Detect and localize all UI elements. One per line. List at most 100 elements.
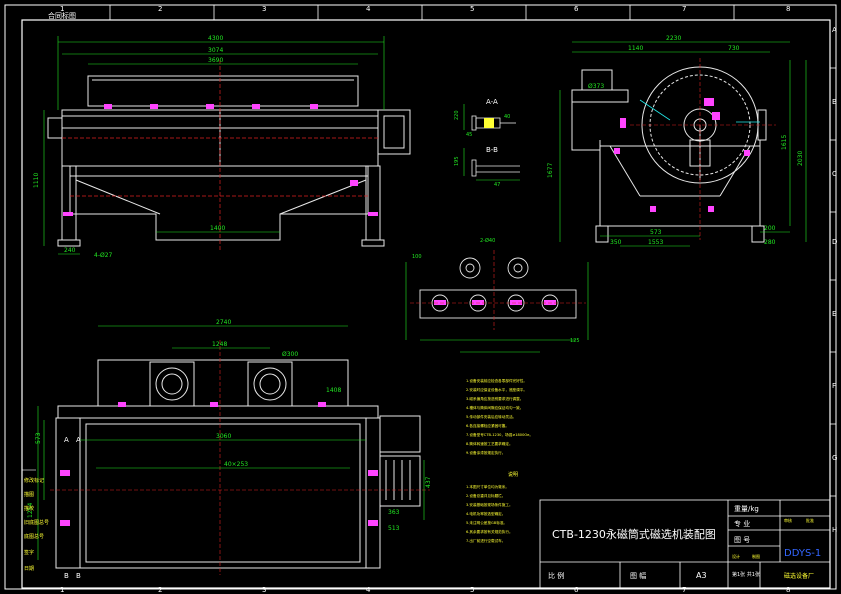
section-aa-label: A-A — [486, 98, 498, 106]
dim-plan-right-c: 363 — [388, 509, 400, 516]
zone-ticks — [109, 5, 836, 589]
plan-view-dims — [37, 325, 425, 560]
dim-side-b1: 573 — [650, 229, 662, 236]
dim-side-left-span: 1140 — [628, 45, 643, 52]
section-mark-a: A — [76, 436, 81, 444]
side-label: 底图总号 — [24, 533, 44, 540]
left-side-labels: 修改标记 描图 描校 旧底图总号 底图总号 签字 日期 — [22, 469, 49, 572]
side-label: 签字 — [24, 549, 34, 556]
side-view: 2230 1140 730 Ø373 1677 1615 2030 573 15… — [547, 35, 807, 247]
company-name: 磁选设备厂 — [784, 572, 814, 580]
dim-side-b5: 280 — [764, 239, 776, 246]
title-small-d: 制图 — [752, 553, 760, 559]
dim-front-foot-left: 240 — [64, 247, 76, 254]
zone-number: 5 — [470, 5, 474, 13]
base-plan-hidden — [410, 250, 586, 330]
dim-front-overall: 4300 — [208, 35, 223, 42]
zone-number: 3 — [262, 586, 266, 594]
zone-letter: B — [832, 98, 837, 106]
plan-view-accent — [60, 402, 378, 526]
zone-letter: A — [832, 26, 837, 34]
side-view-cyan — [639, 99, 760, 123]
zone-number: 2 — [158, 5, 162, 13]
dim-aa-1: 220 — [454, 110, 460, 120]
dim-side-top: 2230 — [666, 35, 681, 42]
sheet-frame — [4, 4, 837, 590]
note-line: 5.未注明公差按GB标准。 — [466, 520, 507, 525]
note-line: 1.本图尺寸单位均为毫米。 — [466, 484, 509, 489]
base-plan-accent — [434, 300, 556, 305]
base-plan-outline — [419, 257, 577, 319]
side-label: 日期 — [24, 566, 34, 572]
dim-plan-left-h2: 573 — [35, 432, 42, 444]
section-aa-fill — [484, 118, 494, 128]
dim-side-right-span: 730 — [728, 45, 740, 52]
dim-front-inner: 3690 — [208, 57, 223, 64]
map-no: DDYS-1 — [784, 548, 821, 559]
tech-line: 4.槽体与筒体间隙应保证均匀一致。 — [466, 405, 523, 410]
drawing-title: CTB-1230永磁筒式磁选机装配图 — [552, 527, 716, 541]
zone-number: 2 — [158, 586, 162, 594]
map-no-label: 图 号 — [734, 536, 750, 544]
front-view: 4300 3074 3690 1400 240 4-Ø27 1110 — [33, 35, 411, 259]
section-mark-b: B — [76, 572, 81, 580]
plan-view-dim-text: 2740 1248 Ø300 3060 40×253 1254 573 1408… — [27, 319, 432, 532]
front-view-hidden — [62, 60, 378, 250]
corner-mark: 合同标图 — [48, 11, 76, 20]
front-view-dims — [43, 36, 385, 255]
dim-plan-flanges: 1248 — [212, 341, 227, 348]
note-line: 4.电机功率按选型确定。 — [466, 511, 505, 516]
sheet-label: 图 幅 — [630, 571, 646, 580]
plan-view: 2740 1248 Ø300 3060 40×253 1254 573 1408… — [27, 319, 432, 580]
dim-aa-3: 40 — [504, 114, 510, 120]
sheet-count: 第1张 共1张 — [732, 571, 760, 578]
section-bb-label: B-B — [486, 146, 498, 154]
base-plan-dim-text: 2-Ø40 100 125 — [412, 237, 580, 344]
side-label: 描图 — [24, 491, 34, 498]
side-zone-column: A B C D E F G H — [832, 26, 837, 534]
section-mark-b: B — [64, 572, 69, 580]
top-zone-row: 1 2 3 4 5 6 7 8 — [60, 5, 790, 13]
tech-line: 6.各连接螺栓应紧固可靠。 — [466, 423, 509, 428]
front-view-outline — [47, 75, 411, 247]
tech-line: 2.安装时应保证设备水平，底座调平。 — [466, 387, 527, 392]
title-small-a: 审核 — [784, 517, 792, 523]
section-mark-a: A — [64, 436, 69, 444]
zone-number: 1 — [60, 586, 64, 594]
zone-number: 8 — [786, 5, 790, 13]
zone-letter: H — [832, 526, 837, 534]
title-block: CTB-1230永磁筒式磁选机装配图 重量/kg 专 业 图 号 DDYS-1 … — [539, 499, 831, 589]
zone-letter: G — [832, 454, 837, 462]
dim-front-height: 1110 — [33, 173, 40, 188]
zone-letter: E — [832, 310, 836, 318]
note-line: 7.出厂前进行空载试车。 — [466, 538, 505, 543]
zone-number: 4 — [366, 5, 371, 13]
dim-front-mid: 3074 — [208, 47, 223, 54]
tech-line: 9.设备涂漆按规定执行。 — [466, 450, 505, 455]
side-view-outline — [571, 66, 767, 243]
bottom-zone-row: 1 2 3 4 5 6 7 8 — [60, 586, 790, 594]
side-label: 描校 — [24, 505, 34, 512]
front-view-accent — [63, 104, 378, 216]
plan-view-outline — [55, 359, 421, 569]
tech-line: 1.设备安装前应检查各零部件完好性。 — [466, 378, 527, 383]
zone-number: 8 — [786, 586, 790, 594]
zone-number: 7 — [682, 5, 686, 13]
tech-heading: 说明 — [508, 471, 518, 478]
dim-plan-tank: 40×253 — [224, 461, 248, 468]
side-label: 旧底图总号 — [24, 519, 49, 526]
dim-front-foot-right: 4-Ø27 — [94, 252, 113, 259]
side-view-dims — [559, 41, 807, 247]
base-plan: 2-Ø40 100 125 — [405, 237, 589, 353]
dim-side-height: 1677 — [547, 163, 554, 178]
zone-number: 1 — [60, 5, 64, 13]
title-block-grid — [539, 499, 831, 589]
base-plan-dims — [405, 262, 589, 353]
dim-side-flange: Ø373 — [588, 83, 604, 90]
note-line: 2.设备总重详见标题栏。 — [466, 493, 505, 498]
side-label: 修改标记 — [24, 477, 44, 484]
note-line: 3.安装基础按现场条件施工。 — [466, 502, 513, 507]
zone-number: 7 — [682, 586, 686, 594]
section-dims — [463, 104, 520, 181]
